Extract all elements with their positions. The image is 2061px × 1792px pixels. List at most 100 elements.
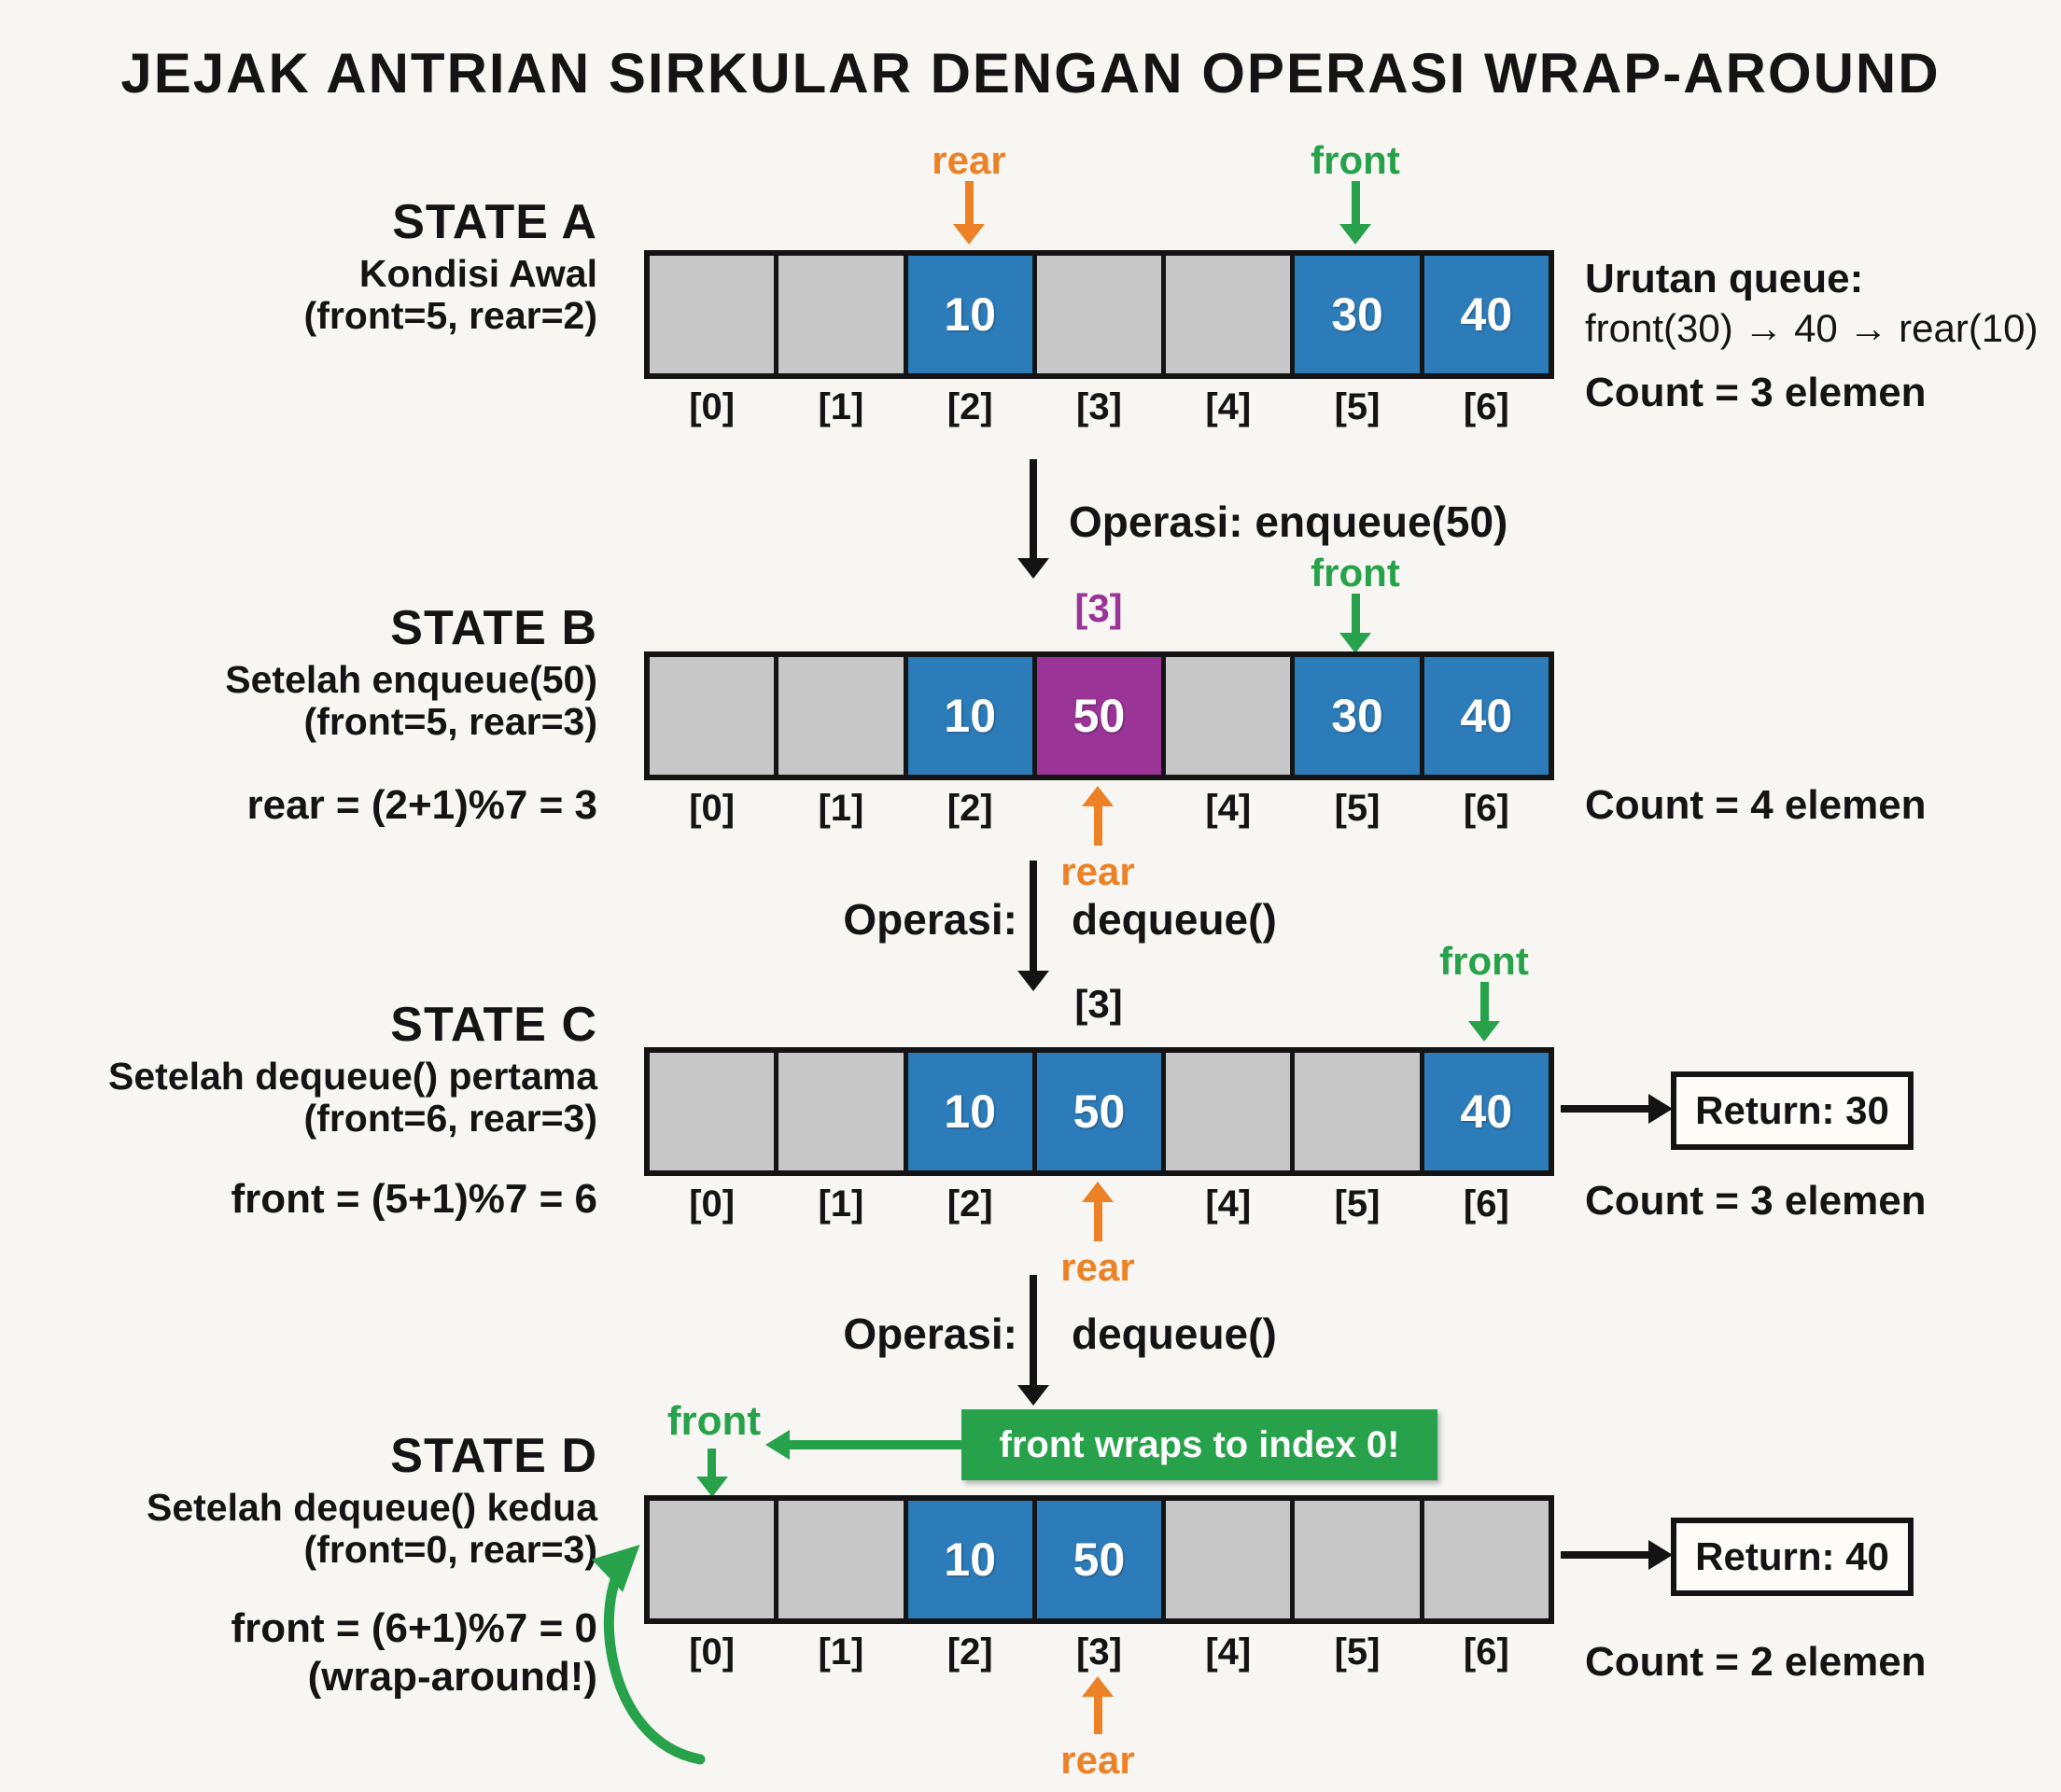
state-a-line1: Kondisi Awal <box>358 252 597 296</box>
index-label: [5] <box>1334 1183 1381 1225</box>
rear-pointer-state-d: rear <box>1037 1676 1158 1781</box>
index-label: [1] <box>818 386 864 427</box>
state-a-line2: (front=5, rear=2) <box>303 294 597 338</box>
operation-3-label-right: dequeue() <box>1072 1309 1277 1358</box>
array-cell-c4 <box>1166 1053 1291 1170</box>
rear-pointer-state-a: rear <box>908 139 1030 245</box>
front-label: front <box>1439 939 1529 983</box>
banner-arrow-stem <box>790 1440 961 1449</box>
array-cell-c3: 50 <box>1036 1053 1162 1170</box>
formula-state-d: front = (6+1)%7 = 0 <box>231 1605 597 1651</box>
state-c-title: STATE C <box>390 998 597 1052</box>
state-c-line1: Setelah dequeue() pertama <box>107 1055 597 1099</box>
operation-3-label-left: Operasi: <box>843 1309 1017 1358</box>
rear-arrowhead-icon <box>1082 1676 1114 1697</box>
operation-1-label: Operasi: enqueue(50) <box>1069 497 1508 546</box>
index-label: [4] <box>1205 788 1252 829</box>
index-label: [0] <box>689 1631 736 1673</box>
index3-label-state-b: [3] <box>1074 586 1123 630</box>
front-arrow-stem <box>1479 982 1489 1022</box>
wrap-around-curve-arrow-icon <box>591 1544 706 1765</box>
front-arrowhead-icon <box>1339 633 1371 654</box>
flow-arrow-1-stem <box>1030 459 1037 560</box>
formula-state-b: rear = (2+1)%7 = 3 <box>246 782 597 828</box>
array-cell-a5: 30 <box>1295 256 1420 373</box>
wrap-around-banner: front wraps to index 0! <box>961 1409 1437 1480</box>
front-arrowhead-icon-state-d <box>696 1477 728 1497</box>
rear-label: rear <box>1060 849 1135 893</box>
index-row-state-b: [0] [1] [2] [4] [5] [6] <box>644 788 1554 830</box>
array-cell-a6: 40 <box>1423 256 1549 373</box>
queue-order-title: Urutan queue: <box>1585 256 1864 301</box>
array-cell-d4 <box>1166 1501 1291 1618</box>
rear-arrow-stem <box>1093 1697 1102 1734</box>
state-d-title: STATE D <box>390 1429 597 1483</box>
flow-arrow-1-head-icon <box>1017 558 1049 579</box>
rear-label: rear <box>1060 1245 1135 1289</box>
state-d-label-block: STATE D Setelah dequeue() kedua (front=0… <box>47 1429 597 1572</box>
front-arrow-stem-state-d <box>708 1449 716 1477</box>
front-label: front <box>1311 138 1400 182</box>
front-arrowhead-icon <box>1339 224 1371 245</box>
index-label: [4] <box>1205 1183 1252 1225</box>
array-cell-b5: 30 <box>1295 657 1420 775</box>
index-row-state-c: [0] [1] [2] [4] [5] [6] <box>644 1183 1554 1225</box>
index-label: [5] <box>1334 788 1381 829</box>
state-a-label-block: STATE A Kondisi Awal (front=5, rear=2) <box>47 195 597 338</box>
state-b-title: STATE B <box>390 601 597 655</box>
count-state-c: Count = 3 elemen <box>1585 1178 1927 1224</box>
front-label: front <box>1311 551 1400 595</box>
index-label: [0] <box>689 788 736 829</box>
count-state-b: Count = 4 elemen <box>1585 782 1927 828</box>
return-arrow-d-stem <box>1561 1551 1650 1559</box>
index-label: [0] <box>689 1183 736 1225</box>
index-label: [6] <box>1463 1631 1509 1673</box>
count-state-a: Count = 3 elemen <box>1585 370 1927 415</box>
array-cell-b2: 10 <box>907 657 1032 775</box>
front-pointer-state-a: front <box>1295 138 1416 245</box>
array-cell-d6 <box>1423 1501 1549 1618</box>
queue-array-state-d: 10 50 <box>644 1495 1554 1624</box>
array-cell-d2: 10 <box>907 1501 1032 1618</box>
array-cell-a0 <box>650 256 775 373</box>
banner-arrowhead-icon <box>765 1430 790 1460</box>
index3-label-state-c: [3] <box>1074 982 1123 1026</box>
rear-arrowhead-icon <box>953 224 985 245</box>
state-d-line1: Setelah dequeue() kedua <box>146 1486 597 1530</box>
queue-array-state-b: 10 50 30 40 <box>644 651 1554 780</box>
index-label: [2] <box>946 386 993 427</box>
state-a-title: STATE A <box>392 195 597 249</box>
queue-array-state-a: 10 30 40 <box>644 250 1554 379</box>
front-arrow-stem <box>1351 181 1360 225</box>
index-label: [2] <box>946 788 993 829</box>
index-label: [2] <box>946 1631 993 1673</box>
index-label: [3] <box>1076 1631 1122 1673</box>
index-label: [1] <box>818 788 864 829</box>
index-label: [4] <box>1205 386 1252 427</box>
return-arrow-c-stem <box>1561 1105 1650 1113</box>
array-cell-d3: 50 <box>1036 1501 1162 1618</box>
index-label: [1] <box>818 1631 864 1673</box>
index-label: [2] <box>946 1183 993 1225</box>
return-box-state-c: Return: 30 <box>1671 1071 1914 1150</box>
index-label: [4] <box>1205 1631 1252 1673</box>
return-arrow-c-head-icon <box>1648 1094 1673 1124</box>
array-cell-d0 <box>650 1501 775 1618</box>
state-c-label-block: STATE C Setelah dequeue() pertama (front… <box>47 998 597 1141</box>
return-box-state-d: Return: 40 <box>1671 1518 1914 1596</box>
flow-arrow-3-stem <box>1030 1275 1037 1385</box>
state-d-line2: (front=0, rear=3) <box>303 1528 597 1572</box>
state-c-line2: (front=6, rear=3) <box>303 1097 597 1141</box>
array-cell-c5 <box>1295 1053 1420 1170</box>
rear-label: rear <box>1060 1738 1135 1782</box>
count-state-d: Count = 2 elemen <box>1585 1639 1927 1685</box>
queue-order-text: front(30) → 40 → rear(10) <box>1585 306 2039 350</box>
array-cell-b0 <box>650 657 775 775</box>
rear-arrow-stem <box>964 181 974 225</box>
flow-arrow-3-head-icon <box>1017 1385 1049 1406</box>
front-arrowhead-icon <box>1468 1021 1500 1043</box>
index-label: [6] <box>1463 386 1509 427</box>
array-cell-b4 <box>1166 657 1291 775</box>
rear-pointer-state-b: rear <box>1037 786 1158 892</box>
